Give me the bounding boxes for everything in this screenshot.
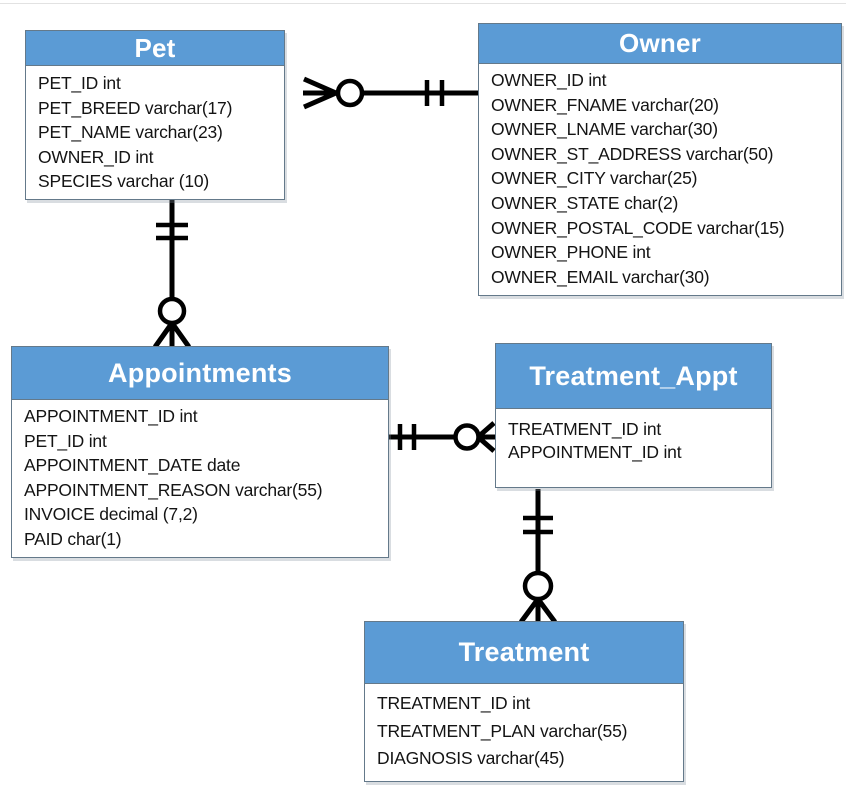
attribute-row: OWNER_CITY varchar(25) <box>491 168 698 189</box>
relationship-pet-owner <box>302 76 478 110</box>
entity-appointments-title: Appointments <box>108 357 292 388</box>
attribute-row: APPOINTMENT_ID int <box>508 442 682 462</box>
entity-owner-header: Owner <box>479 24 841 64</box>
entity-appointments: Appointments APPOINTMENT_ID int PET_ID i… <box>11 346 389 558</box>
entity-treatment-appt-title: Treatment_Appt <box>529 360 738 391</box>
entity-appointments-header: Appointments <box>12 347 388 400</box>
attribute-row: TREATMENT_ID int <box>377 693 531 713</box>
attribute-row: OWNER_FNAME varchar(20) <box>491 94 719 115</box>
entity-pet-title: Pet <box>134 32 176 63</box>
one-tick-icon <box>523 515 553 535</box>
zero-circle-icon <box>453 423 481 451</box>
attribute-row: OWNER_ID int <box>491 70 607 90</box>
attribute-row: APPOINTMENT_REASON varchar(55) <box>24 479 323 500</box>
attribute-row: APPOINTMENT_DATE date <box>24 455 241 476</box>
one-tick-icon <box>156 222 188 241</box>
attribute-row: PET_NAME varchar(23) <box>38 122 223 142</box>
attribute-row: OWNER_STATE char(2) <box>491 192 679 213</box>
top-divider <box>0 3 846 4</box>
relationship-appointments-treatment-appt <box>389 421 496 453</box>
attribute-row: OWNER_ID int <box>38 146 154 167</box>
attribute-row: TREATMENT_ID int <box>508 419 662 439</box>
attribute-row: PET_BREED varchar(17) <box>38 97 233 118</box>
attribute-row: OWNER_PHONE int <box>491 242 651 263</box>
entity-treatment: Treatment TREATMENT_ID int TREATMENT_PLA… <box>364 621 684 782</box>
crow-foot-icon <box>518 597 558 624</box>
zero-circle-icon <box>522 570 554 602</box>
entity-owner-attributes: OWNER_ID int OWNER_FNAME varchar(20) OWN… <box>479 64 841 289</box>
attribute-row: INVOICE decimal (7,2) <box>24 504 198 525</box>
entity-treatment-attributes: TREATMENT_ID int TREATMENT_PLAN varchar(… <box>365 684 683 773</box>
attribute-row: OWNER_ST_ADDRESS varchar(50) <box>491 143 774 164</box>
crow-foot-icon <box>476 421 496 453</box>
entity-treatment-header: Treatment <box>365 622 683 684</box>
entity-pet-attributes: PET_ID int PET_BREED varchar(17) PET_NAM… <box>26 66 284 194</box>
entity-appointments-attributes: APPOINTMENT_ID int PET_ID int APPOINTMEN… <box>12 400 388 552</box>
crow-foot-icon <box>302 76 338 110</box>
entity-pet-header: Pet <box>26 31 284 66</box>
attribute-row: OWNER_EMAIL varchar(30) <box>491 266 710 287</box>
one-tick-icon <box>397 424 417 450</box>
one-tick-icon <box>424 80 445 106</box>
entity-treatment-title: Treatment <box>458 637 590 667</box>
zero-circle-icon <box>157 296 187 326</box>
attribute-row: TREATMENT_PLAN varchar(55) <box>377 720 628 741</box>
entity-treatment-appt: Treatment_Appt TREATMENT_ID int APPOINTM… <box>495 343 772 488</box>
attribute-row: DIAGNOSIS varchar(45) <box>377 748 565 768</box>
attribute-row: APPOINTMENT_ID int <box>24 406 198 426</box>
relationship-treatment-appt-treatment <box>518 489 558 624</box>
attribute-row: PAID char(1) <box>24 528 122 549</box>
attribute-row: PET_ID int <box>38 73 121 93</box>
entity-treatment-appt-attributes: TREATMENT_ID int APPOINTMENT_ID int <box>496 409 771 464</box>
entity-pet: Pet PET_ID int PET_BREED varchar(17) PET… <box>25 30 285 200</box>
entity-owner-title: Owner <box>619 28 701 58</box>
attribute-row: SPECIES varchar (10) <box>38 171 210 191</box>
attribute-row: OWNER_POSTAL_CODE varchar(15) <box>491 217 785 238</box>
entity-treatment-appt-header: Treatment_Appt <box>496 344 771 409</box>
entity-owner: Owner OWNER_ID int OWNER_FNAME varchar(2… <box>478 23 842 296</box>
attribute-row: PET_ID int <box>24 430 107 451</box>
zero-circle-icon <box>335 78 365 108</box>
crow-foot-icon <box>152 321 192 349</box>
relationship-pet-appointments <box>152 200 192 349</box>
attribute-row: OWNER_LNAME varchar(30) <box>491 119 718 140</box>
